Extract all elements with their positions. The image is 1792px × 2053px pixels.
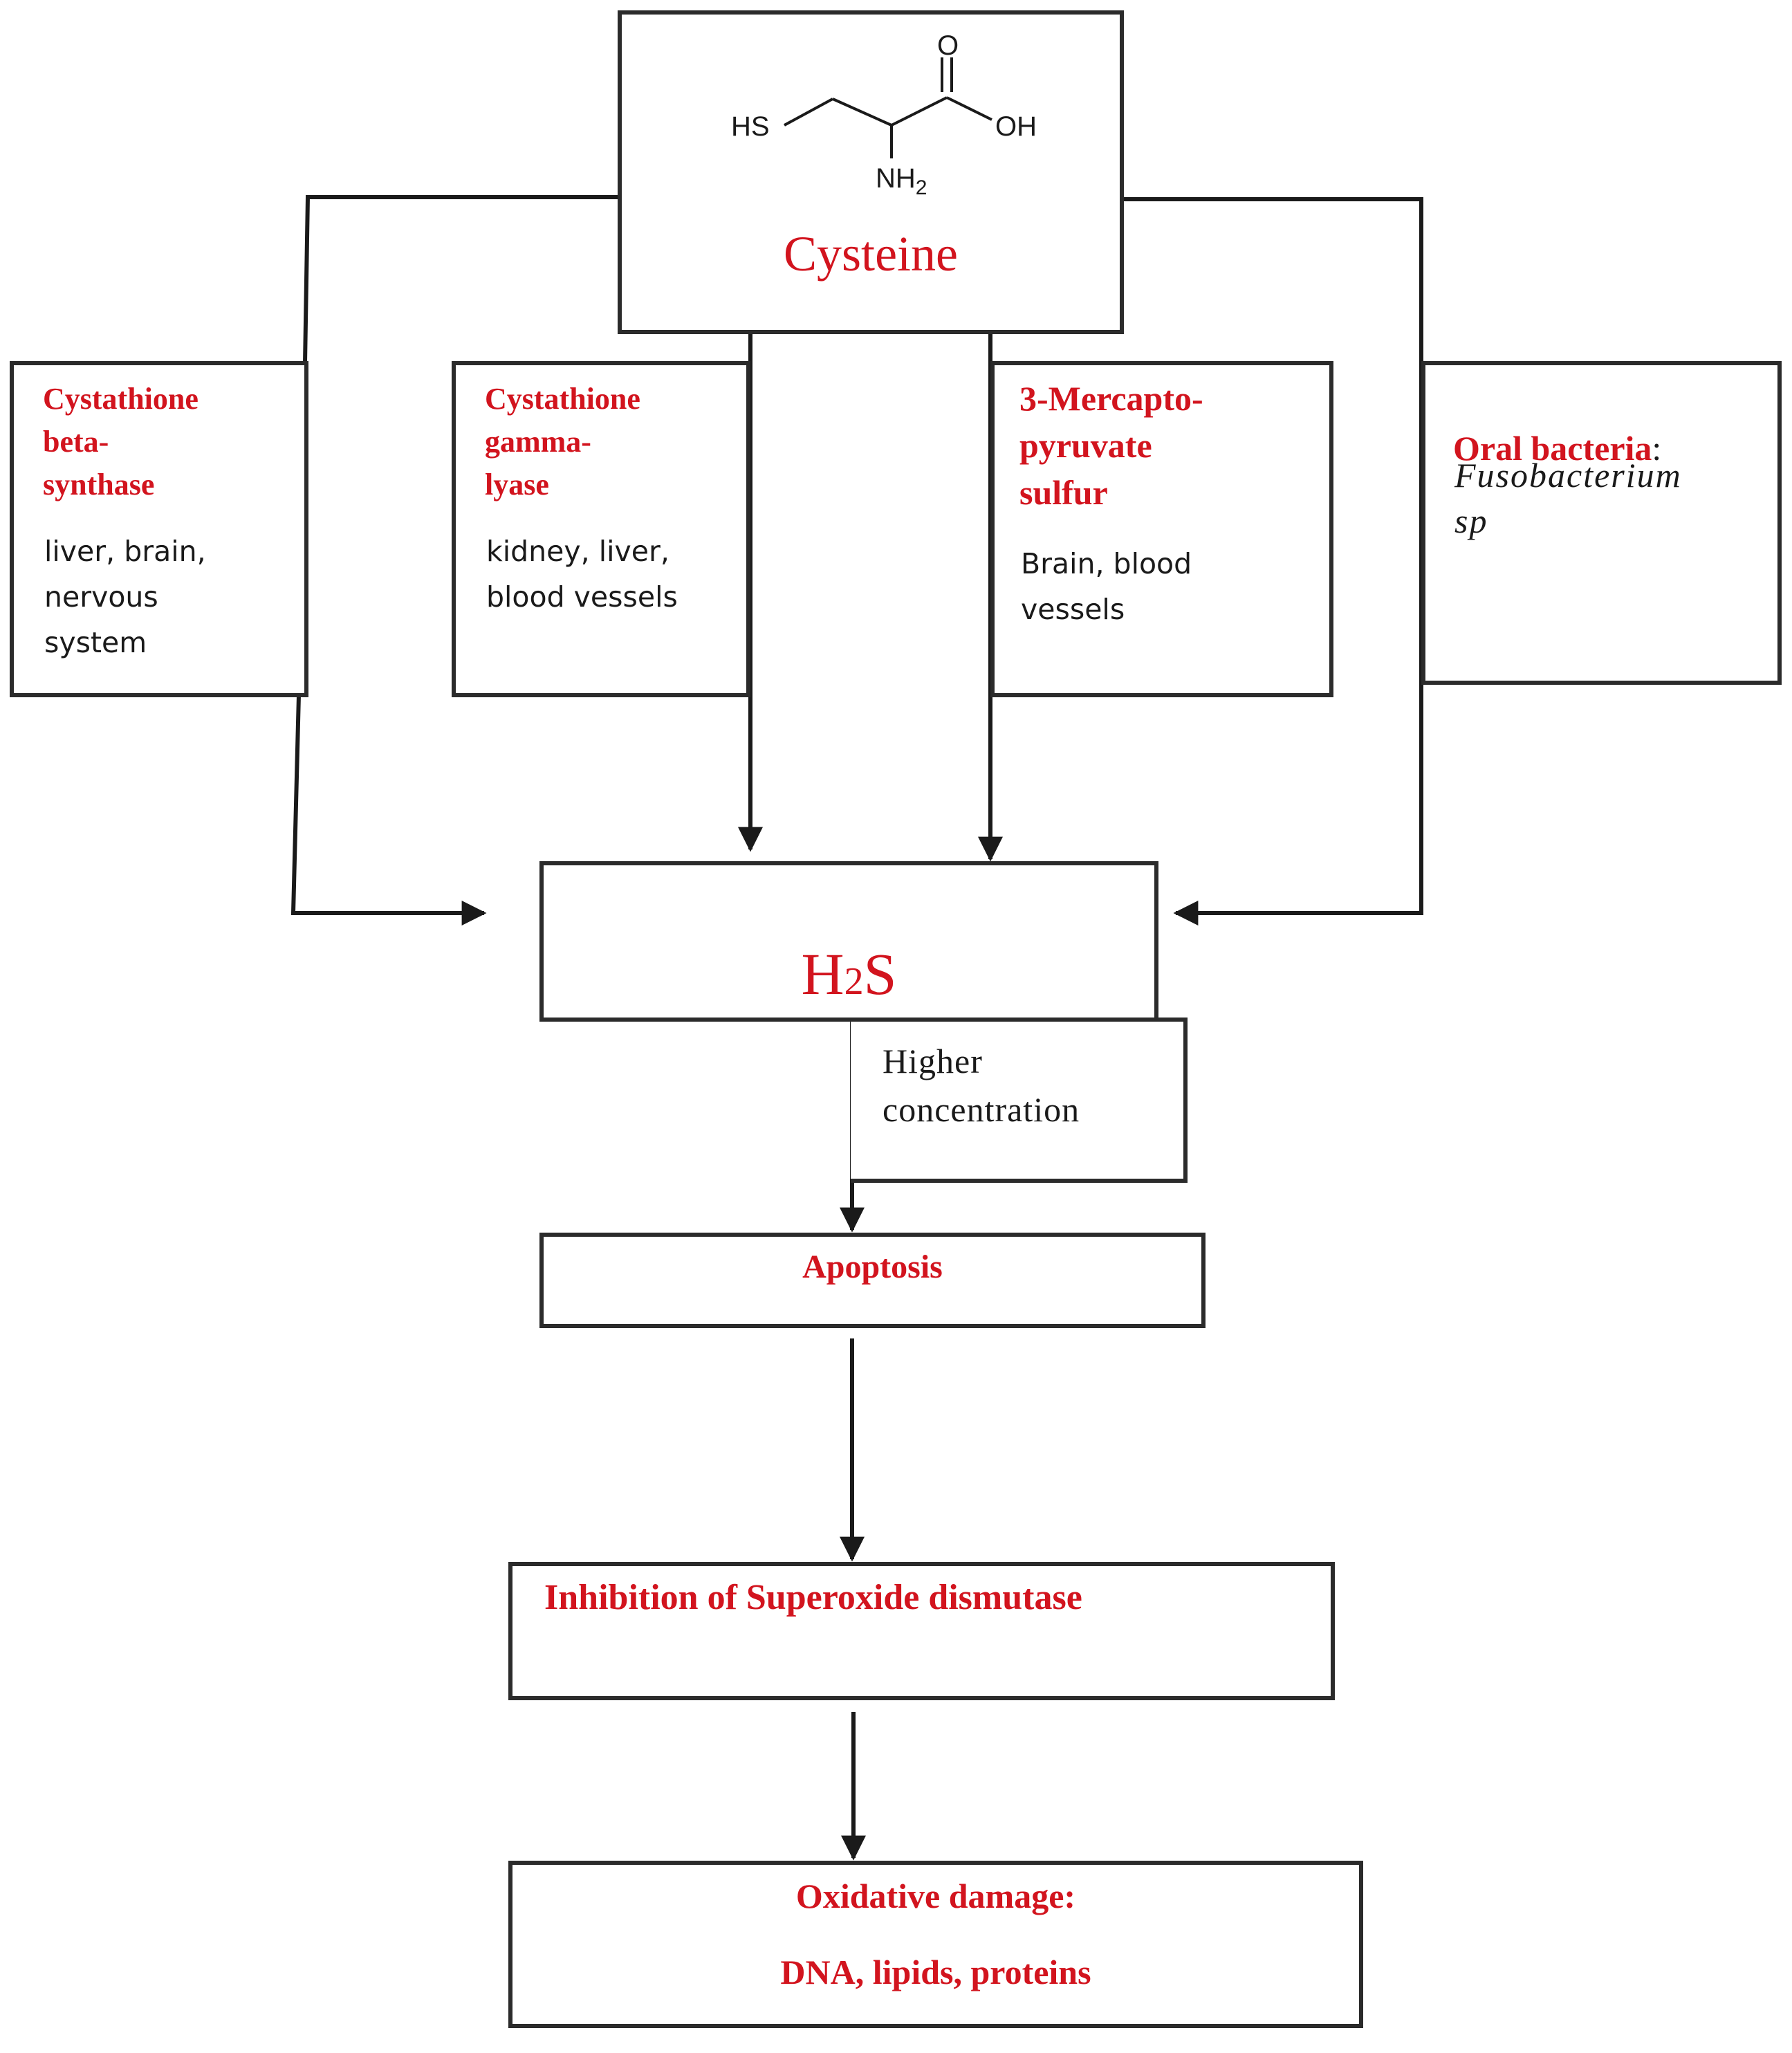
cysteine-box: HS O OH NH2 Cysteine — [618, 10, 1124, 334]
h2s-title: H2S — [544, 885, 1154, 1004]
enzyme-name: Cystathione beta- synthase — [43, 382, 198, 501]
cysteine-title: Cysteine — [784, 226, 958, 282]
enzyme-box-cbs: Cystathione beta- synthase liver, brain,… — [10, 361, 308, 697]
inhibition-label: Inhibition of Superoxide dismutase — [544, 1578, 1082, 1617]
h2s-subscript: 2 — [844, 960, 864, 1003]
bacteria-species: Fusobacterium sp — [1454, 456, 1682, 540]
enzyme-box-3mst: 3-Mercapto- pyruvate sulfur Brain, blood… — [990, 361, 1333, 697]
carbonyl-oxygen-label: O — [937, 30, 959, 61]
oral-bacteria-colon: : — [1652, 429, 1662, 468]
higher-concentration-label: Higher concentration — [883, 1042, 1080, 1129]
apoptosis-label: Apoptosis — [802, 1249, 943, 1285]
oxidative-damage-targets: DNA, lipids, proteins — [780, 1953, 1091, 1991]
enzyme-tissues: Brain, blood vessels — [1021, 547, 1192, 626]
h2s-s: S — [863, 941, 897, 1007]
cysteine-structure: HS O OH NH2 — [731, 30, 1037, 194]
enzyme-tissues: liver, brain, nervous system — [44, 535, 206, 659]
enzyme-tissues: kidney, liver, blood vessels — [486, 535, 678, 614]
amine-label: NH2 — [876, 163, 927, 194]
apoptosis-box: Apoptosis — [539, 1233, 1206, 1328]
enzyme-name: Cystathione gamma- lyase — [485, 382, 640, 501]
enzyme-box-cse: Cystathione gamma- lyase kidney, liver, … — [452, 361, 750, 697]
arrow-cbs-to-h2s — [290, 694, 487, 926]
h2s-h: H — [801, 941, 844, 1007]
oral-bacteria-box: Oral bacteria: Fusobacterium sp — [1421, 361, 1782, 685]
inhibition-box: Inhibition of Superoxide dismutase — [508, 1562, 1335, 1700]
oral-bacteria-label: Oral bacteria: — [1453, 378, 1661, 472]
hydroxyl-label: OH — [995, 111, 1037, 142]
h2s-box: H2S — [539, 861, 1158, 1022]
enzyme-name: 3-Mercapto- pyruvate sulfur — [1019, 379, 1203, 512]
oxidative-damage-title: Oxidative damage: — [795, 1877, 1076, 1915]
oxidative-damage-box: Oxidative damage: DNA, lipids, proteins — [508, 1861, 1363, 2028]
thiol-label: HS — [731, 111, 770, 142]
higher-concentration-box: Higher concentration — [851, 1018, 1188, 1183]
oral-bacteria-title: Oral bacteria — [1453, 429, 1652, 468]
connector-cysteine-to-cbs — [303, 195, 618, 364]
